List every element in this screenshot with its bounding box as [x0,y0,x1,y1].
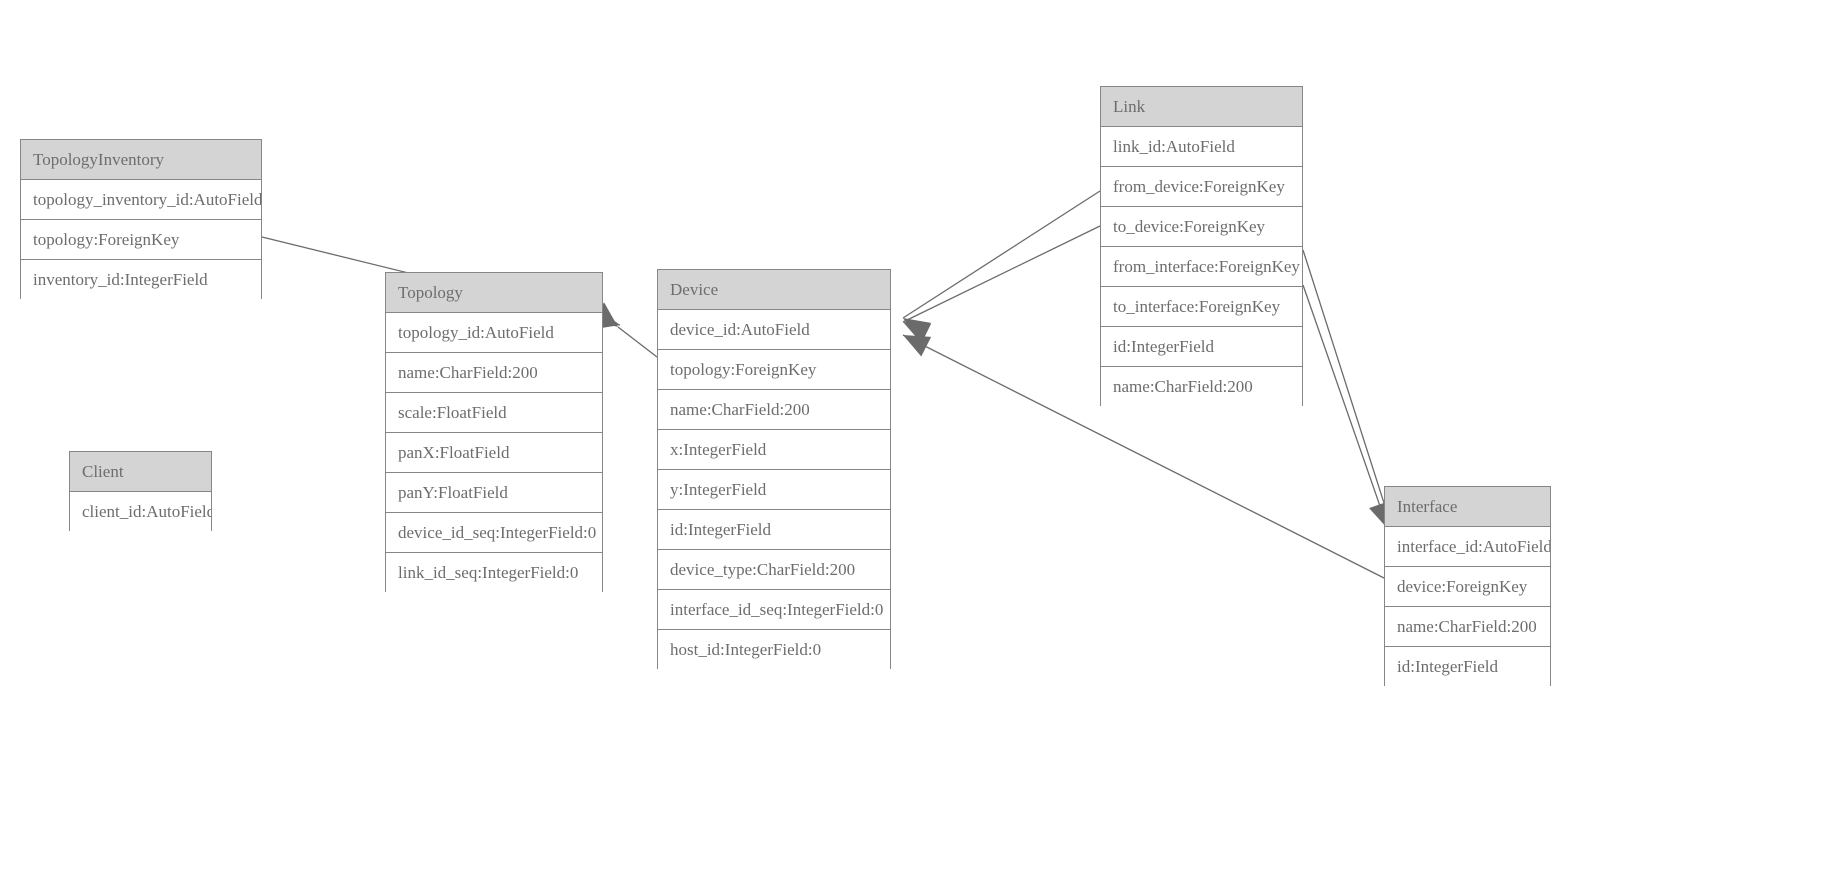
entity-field-row: id:IntegerField [658,510,890,550]
entity-title-device: Device [658,270,890,310]
entity-field-row: panY:FloatField [386,473,602,513]
entity-field-row: interface_id_seq:IntegerField:0 [658,590,890,630]
entity-field-row: device:ForeignKey [1385,567,1550,607]
entity-field-row: device_type:CharField:200 [658,550,890,590]
entity-field-row: name:CharField:200 [1101,367,1302,407]
entity-field-row: device_id_seq:IntegerField:0 [386,513,602,553]
entity-field-row: link_id_seq:IntegerField:0 [386,553,602,593]
rel-interface-device-arrowhead-icon [903,335,932,357]
entity-field-row: topology_id:AutoField [386,313,602,353]
entity-field-row: from_device:ForeignKey [1101,167,1302,207]
rel-link-from-device [902,190,1101,342]
entity-field-row: to_device:ForeignKey [1101,207,1302,247]
entity-field-row: inventory_id:IntegerField [21,260,261,300]
entity-field-row: host_id:IntegerField:0 [658,630,890,670]
entity-field-row: name:CharField:200 [658,390,890,430]
entity-field-row: link_id:AutoField [1101,127,1302,167]
entity-field-row: id:IntegerField [1385,647,1550,687]
entity-field-row: to_interface:ForeignKey [1101,287,1302,327]
entity-field-row: id:IntegerField [1101,327,1302,367]
entity-title-topology-inventory: TopologyInventory [21,140,261,180]
entity-field-row: client_id:AutoField [70,492,211,532]
rel-link-to-device [902,225,1101,344]
entity-field-row: scale:FloatField [386,393,602,433]
entity-field-row: device_id:AutoField [658,310,890,350]
entity-field-row: name:CharField:200 [386,353,602,393]
entity-field-row: topology:ForeignKey [658,350,890,390]
rel-link-to-device-arrowhead-icon [903,322,932,344]
entity-title-interface: Interface [1385,487,1550,527]
entity-title-client: Client [70,452,211,492]
entity-field-row: from_interface:ForeignKey [1101,247,1302,287]
entity-field-row: interface_id:AutoField [1385,527,1550,567]
entity-field-row: y:IntegerField [658,470,890,510]
entity-title-topology: Topology [386,273,602,313]
entity-field-row: x:IntegerField [658,430,890,470]
entity-field-row: panX:FloatField [386,433,602,473]
entity-title-link: Link [1101,87,1302,127]
rel-link-from-device-arrowhead-icon [903,318,931,342]
entity-field-row: topology_inventory_id:AutoField [21,180,261,220]
entity-field-row: topology:ForeignKey [21,220,261,260]
entity-field-row: name:CharField:200 [1385,607,1550,647]
